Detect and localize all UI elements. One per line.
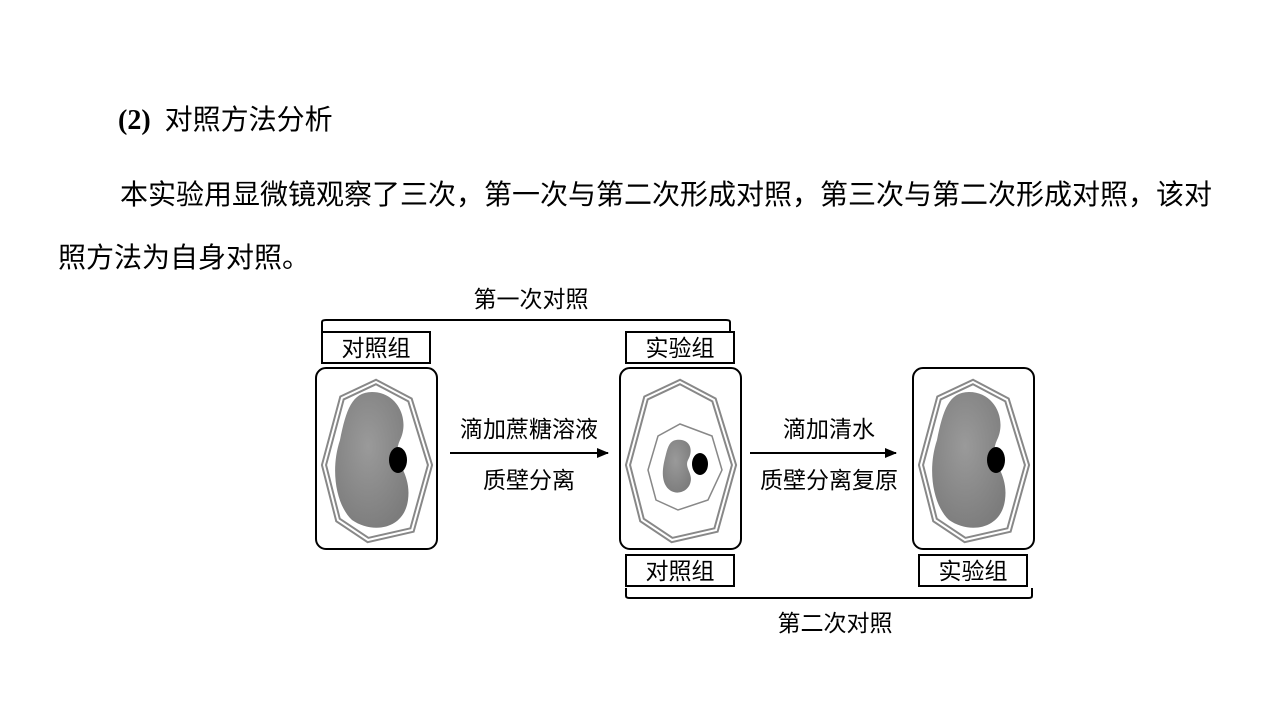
section-title: 对照方法分析 — [164, 103, 333, 136]
cell2-bottom-label-box: 对照组 — [625, 554, 735, 587]
first-comparison-label: 第一次对照 — [474, 287, 589, 313]
cell2-top-label: 实验组 — [646, 336, 715, 362]
second-comparison-brace — [625, 588, 1033, 599]
arrow2-label-top: 滴加清水 — [783, 417, 875, 443]
cell1-normal — [315, 367, 438, 550]
cell1-label-box: 对照组 — [321, 331, 431, 364]
first-comparison-brace — [321, 319, 731, 332]
section-heading: (2) 对照方法分析 — [118, 100, 333, 141]
second-comparison-label: 第二次对照 — [778, 611, 893, 637]
cell2-bottom-label: 对照组 — [646, 559, 715, 585]
cell1-label: 对照组 — [342, 336, 411, 362]
section-number: (2) — [118, 105, 151, 136]
cell2-plasmolyzed — [619, 367, 742, 550]
arrow2-label-bottom: 质壁分离复原 — [760, 468, 898, 494]
cell3-recovered — [912, 367, 1035, 550]
arrow1-label-top: 滴加蔗糖溶液 — [460, 417, 598, 443]
cell3-label-box: 实验组 — [918, 554, 1028, 587]
cell2-top-label-box: 实验组 — [625, 331, 735, 364]
explanation-paragraph: 本实验用显微镜观察了三次，第一次与第二次形成对照，第三次与第二次形成对照，该对照… — [58, 178, 1213, 274]
cell3-label: 实验组 — [939, 559, 1008, 585]
arrow1-label-bottom: 质壁分离 — [483, 468, 575, 494]
